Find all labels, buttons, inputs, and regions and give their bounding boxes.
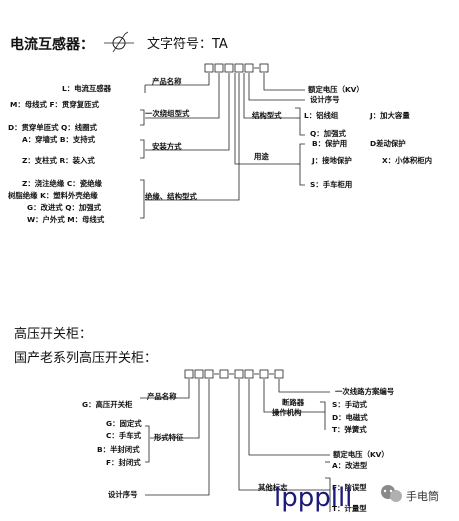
watermark-text: lppplll	[274, 483, 352, 513]
ct-insul-K: 树脂绝缘 K：塑料外壳绝缘	[8, 191, 98, 200]
ct-design-seq: 设计序号	[310, 95, 340, 104]
sg-other-mark: 其他标志	[258, 483, 288, 492]
ct-rated-voltage: 额定电压（KV）	[308, 85, 364, 94]
sg-mechanism: 操作机构	[272, 408, 302, 417]
watermark-brand: 手电筒	[406, 489, 439, 503]
ct-install-ZR: Z：支柱式 R：装入式	[22, 156, 95, 165]
current-transformer-symbol-icon	[104, 31, 134, 53]
ct-insul-structure: 绝缘、结构型式	[145, 192, 197, 201]
sg-product-name: 产品名称	[147, 392, 177, 401]
ct-insul-ZC: Z：浇注绝缘 C：瓷绝缘	[22, 179, 102, 188]
ct-structure-Q: Q：加强式	[310, 129, 346, 138]
ct-insul-WM: W：户外式 M：母线式	[27, 215, 105, 224]
sg-form-B: B：半封闭式	[97, 445, 140, 454]
ct-structure-type: 结构型式	[252, 111, 282, 120]
sg-design-seq: 设计序号	[108, 490, 138, 499]
ct-usage-B: B：保护用	[312, 139, 348, 148]
sg-scheme-no: 一次线路方案编号	[335, 387, 395, 396]
sg-rated-voltage: 额定电压（KV）	[333, 450, 389, 459]
ct-winding-DQ: D：贯穿单匝式 Q：线圈式	[8, 123, 97, 132]
sg-form-G: G：固定式	[106, 419, 142, 428]
sg-other-A: A：改进型	[332, 461, 368, 470]
ct-usage-J: J：接地保护	[312, 156, 352, 165]
ct-product-L: L：电流互感器	[62, 84, 112, 93]
ct-primary-winding: 一次绕组型式	[145, 109, 190, 118]
sg-model-boxes	[184, 369, 284, 379]
ct-product-name: 产品名称	[152, 77, 182, 86]
ct-symbol-label: 文字符号：TA	[147, 37, 228, 52]
ct-title: 电流互感器：	[10, 37, 94, 53]
ct-install-method: 安装方式	[152, 142, 182, 151]
ct-usage-S: S：手车柜用	[310, 180, 353, 189]
ct-install-AB: A：穿墙式 B：支持式	[22, 135, 96, 144]
ct-model-boxes	[204, 63, 269, 73]
sg-mech-S: S：手动式	[332, 400, 367, 409]
ct-structure-L: L：铝线组	[304, 111, 339, 120]
sg-other-T: T：计量型	[332, 504, 367, 513]
sg-form-feature: 形式特征	[154, 433, 184, 442]
ct-usage-X: X：小体积柜内	[382, 156, 433, 165]
sg-form-F: F：封闭式	[106, 458, 141, 467]
ct-winding-MF: M：母线式 F：贯穿复匝式	[10, 100, 99, 109]
wechat-logo-icon	[381, 485, 402, 502]
sg-title1: 高压开关柜：	[14, 327, 93, 342]
ct-usage: 用途	[254, 152, 269, 161]
sg-mech-D: D：电磁式	[332, 413, 368, 422]
sg-mech-T: T：弹簧式	[332, 425, 367, 434]
ct-usage-D: D差动保护	[370, 139, 406, 148]
watermark: lppplll 手电筒	[274, 483, 439, 513]
sg-title2: 国产老系列高压开关柜：	[14, 351, 158, 366]
sg-breaker: 断路器	[282, 398, 305, 407]
sg-other-F: F：防误型	[332, 483, 367, 492]
ct-structure-J: J：加大容量	[370, 111, 410, 120]
ct-insul-GQ: G：改进式 Q：加强式	[27, 203, 102, 212]
sg-product-G: G：高压开关柜	[82, 400, 133, 409]
sg-form-C: C：手车式	[106, 431, 141, 440]
